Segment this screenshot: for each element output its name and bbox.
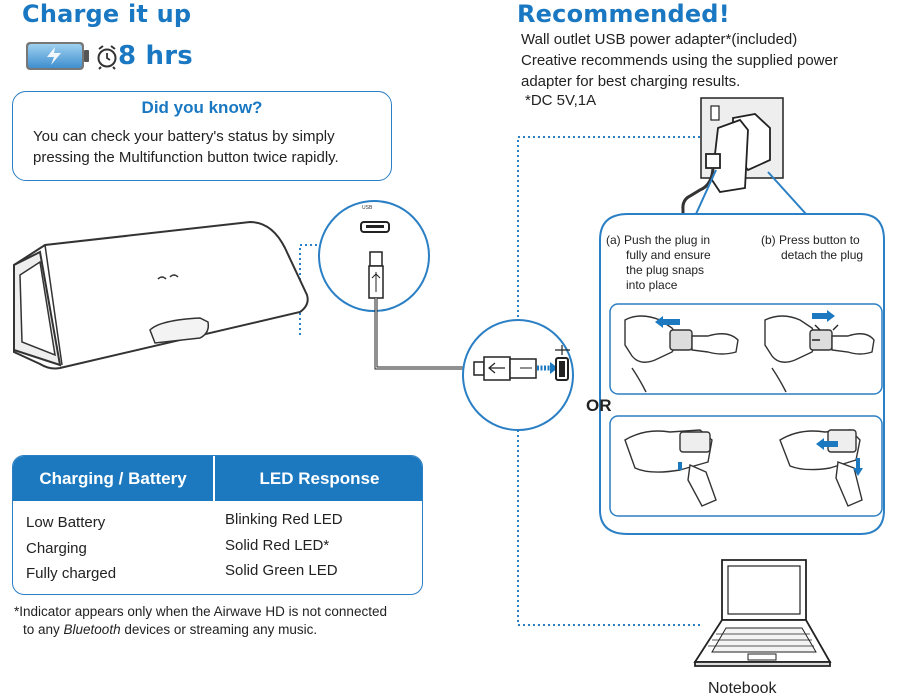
- table-cell-led-2: Solid Green LED: [225, 562, 338, 579]
- charge-heading: Charge it up: [22, 0, 192, 28]
- speaker: [13, 220, 309, 370]
- did-you-know-box: Did you know? You can check your battery…: [12, 91, 392, 181]
- led-table: Charging / Battery LED Response Low Batt…: [12, 455, 423, 595]
- did-you-know-line-2: pressing the Multifunction button twice …: [33, 149, 339, 166]
- dc-footnote: *DC 5V,1A: [525, 92, 597, 109]
- table-cell-state-2: Fully charged: [26, 565, 117, 582]
- table-cell-led-0: Blinking Red LED: [225, 511, 343, 528]
- or-label: OR: [586, 396, 612, 415]
- charge-time: 8 hrs: [118, 41, 193, 71]
- did-you-know-line-1: You can check your battery's status by s…: [33, 128, 335, 145]
- step-b-label: (b): [761, 233, 776, 247]
- recommended-line-2: Creative recommends using the supplied p…: [521, 52, 838, 69]
- hands-image-c: [624, 429, 717, 507]
- did-you-know-title: Did you know?: [141, 98, 263, 117]
- indicator-note: *Indicator appears only when the Airwave…: [14, 603, 434, 639]
- indicator-note-suffix: devices or streaming any music.: [120, 622, 318, 637]
- step-a-line-3: the plug snaps: [626, 263, 705, 277]
- step-b: (b) Press button to detach the plug: [761, 233, 886, 263]
- step-a-line-1: Push the plug in: [624, 233, 711, 247]
- step-b-line-2: detach the plug: [781, 248, 864, 262]
- clock-icon: [96, 44, 118, 70]
- notebook-label: Notebook: [708, 680, 777, 697]
- recommended-line-1: Wall outlet USB power adapter*(included): [521, 31, 798, 48]
- table-header-led: LED Response: [213, 456, 422, 501]
- step-a-label: (a): [606, 233, 621, 247]
- step-a-line-2: fully and ensure: [626, 248, 711, 262]
- table-cell-led-1: Solid Red LED*: [225, 537, 330, 554]
- step-a: (a) Push the plug in fully and ensure th…: [606, 233, 756, 293]
- table-cell-state-0: Low Battery: [26, 514, 106, 531]
- hands-image-a: [624, 315, 739, 393]
- indicator-note-line-1: *Indicator appears only when the Airwave…: [14, 604, 387, 619]
- hands-image-b: [764, 310, 875, 393]
- usb-port-label: USB: [362, 205, 373, 211]
- recommended-text: Wall outlet USB power adapter*(included)…: [521, 29, 891, 92]
- battery-icon: [25, 41, 91, 71]
- notebook-laptop: [693, 559, 832, 667]
- recommended-line-3: adapter for best charging results.: [521, 73, 741, 90]
- table-cell-state-1: Charging: [26, 540, 87, 557]
- wall-adapter: [681, 97, 784, 214]
- step-b-line-1: Press button to: [779, 233, 860, 247]
- hands-image-d: [779, 429, 863, 507]
- recommended-heading: Recommended!: [517, 0, 730, 28]
- step-a-line-4: into place: [626, 278, 678, 292]
- did-you-know-text: You can check your battery's status by s…: [33, 126, 383, 168]
- indicator-note-prefix: to any: [23, 622, 64, 637]
- indicator-note-bluetooth: Bluetooth: [63, 622, 121, 637]
- table-header-charging: Charging / Battery: [13, 456, 213, 501]
